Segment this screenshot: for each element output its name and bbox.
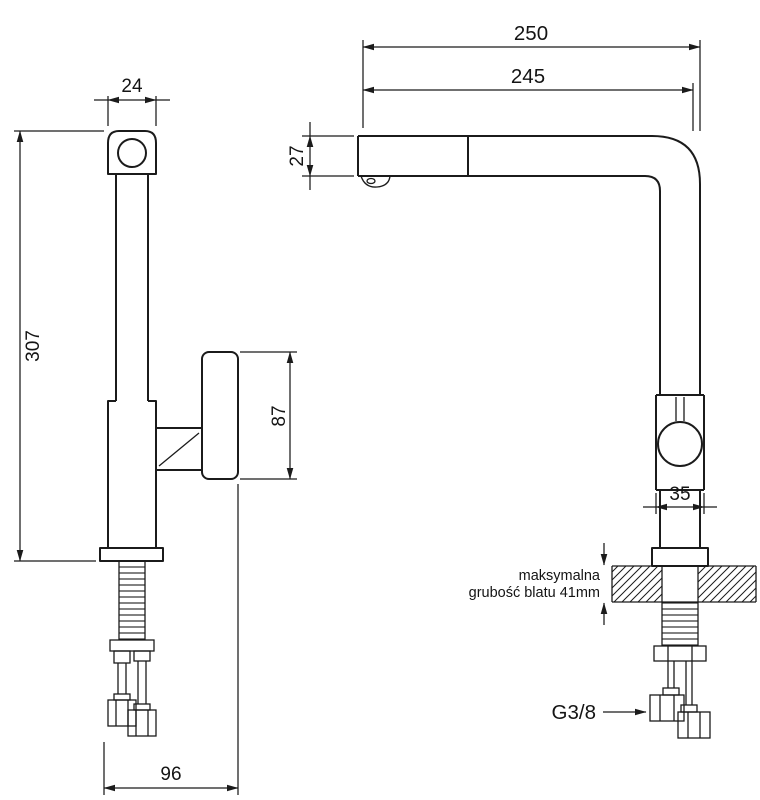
threaded-stud <box>653 602 707 662</box>
countertop-section <box>611 565 757 603</box>
aerator <box>360 175 391 188</box>
dimension-body-width-35: 35 <box>643 484 717 514</box>
dim-height-label: 307 <box>23 330 44 362</box>
dimension-spout-height-27: 27 <box>287 122 354 190</box>
faucet-cap <box>107 130 157 175</box>
thread-label: G3/8 <box>552 701 596 724</box>
dim-reach-outer-label: 250 <box>514 22 548 45</box>
dim-handle-height-label: 87 <box>269 405 290 426</box>
dim-reach-inner-label: 245 <box>511 65 545 88</box>
thread-callout-g38: G3/8 <box>552 701 647 724</box>
dim-top-width-label: 24 <box>121 76 143 97</box>
spout-inner-contour <box>358 175 661 395</box>
side-view-figure <box>99 130 239 737</box>
threaded-stud <box>109 561 155 652</box>
handle-knob-circle <box>657 421 703 467</box>
dimension-depth-96: 96 <box>103 484 239 795</box>
supply-hoses <box>649 661 711 739</box>
g38-fitting-nut <box>649 694 685 722</box>
base-flange <box>99 547 164 562</box>
dim-body-width-label: 35 <box>669 484 690 505</box>
hose-nut <box>107 699 137 727</box>
hose-nut <box>677 711 711 739</box>
handle-mount <box>156 427 202 471</box>
spray-head-circle <box>117 138 147 168</box>
dimension-reach-245: 245 <box>362 65 694 131</box>
handle-lever <box>201 351 239 480</box>
counter-note-line2: grubość blatu 41mm <box>469 585 600 601</box>
mixer-handle-body <box>655 394 705 491</box>
front-view-figure <box>357 135 757 739</box>
mounting-nut <box>653 645 707 662</box>
dim-spout-height-label: 27 <box>287 145 308 166</box>
faucet-body <box>107 400 157 548</box>
base-flange <box>651 547 709 567</box>
counter-note-line1: maksymalna <box>519 568 601 584</box>
countertop-thickness-note: maksymalna grubość blatu 41mm <box>469 543 608 625</box>
dimension-reach-250: 250 <box>362 22 701 131</box>
supply-hoses <box>107 650 157 737</box>
dimension-top-width-24: 24 <box>94 76 170 126</box>
hose-nut <box>127 709 157 737</box>
faucet-neck <box>115 174 149 401</box>
dimension-handle-87: 87 <box>240 351 297 480</box>
dim-depth-label: 96 <box>160 764 181 785</box>
spout-outer-contour <box>358 135 701 395</box>
dimension-height-307: 307 <box>14 130 104 562</box>
